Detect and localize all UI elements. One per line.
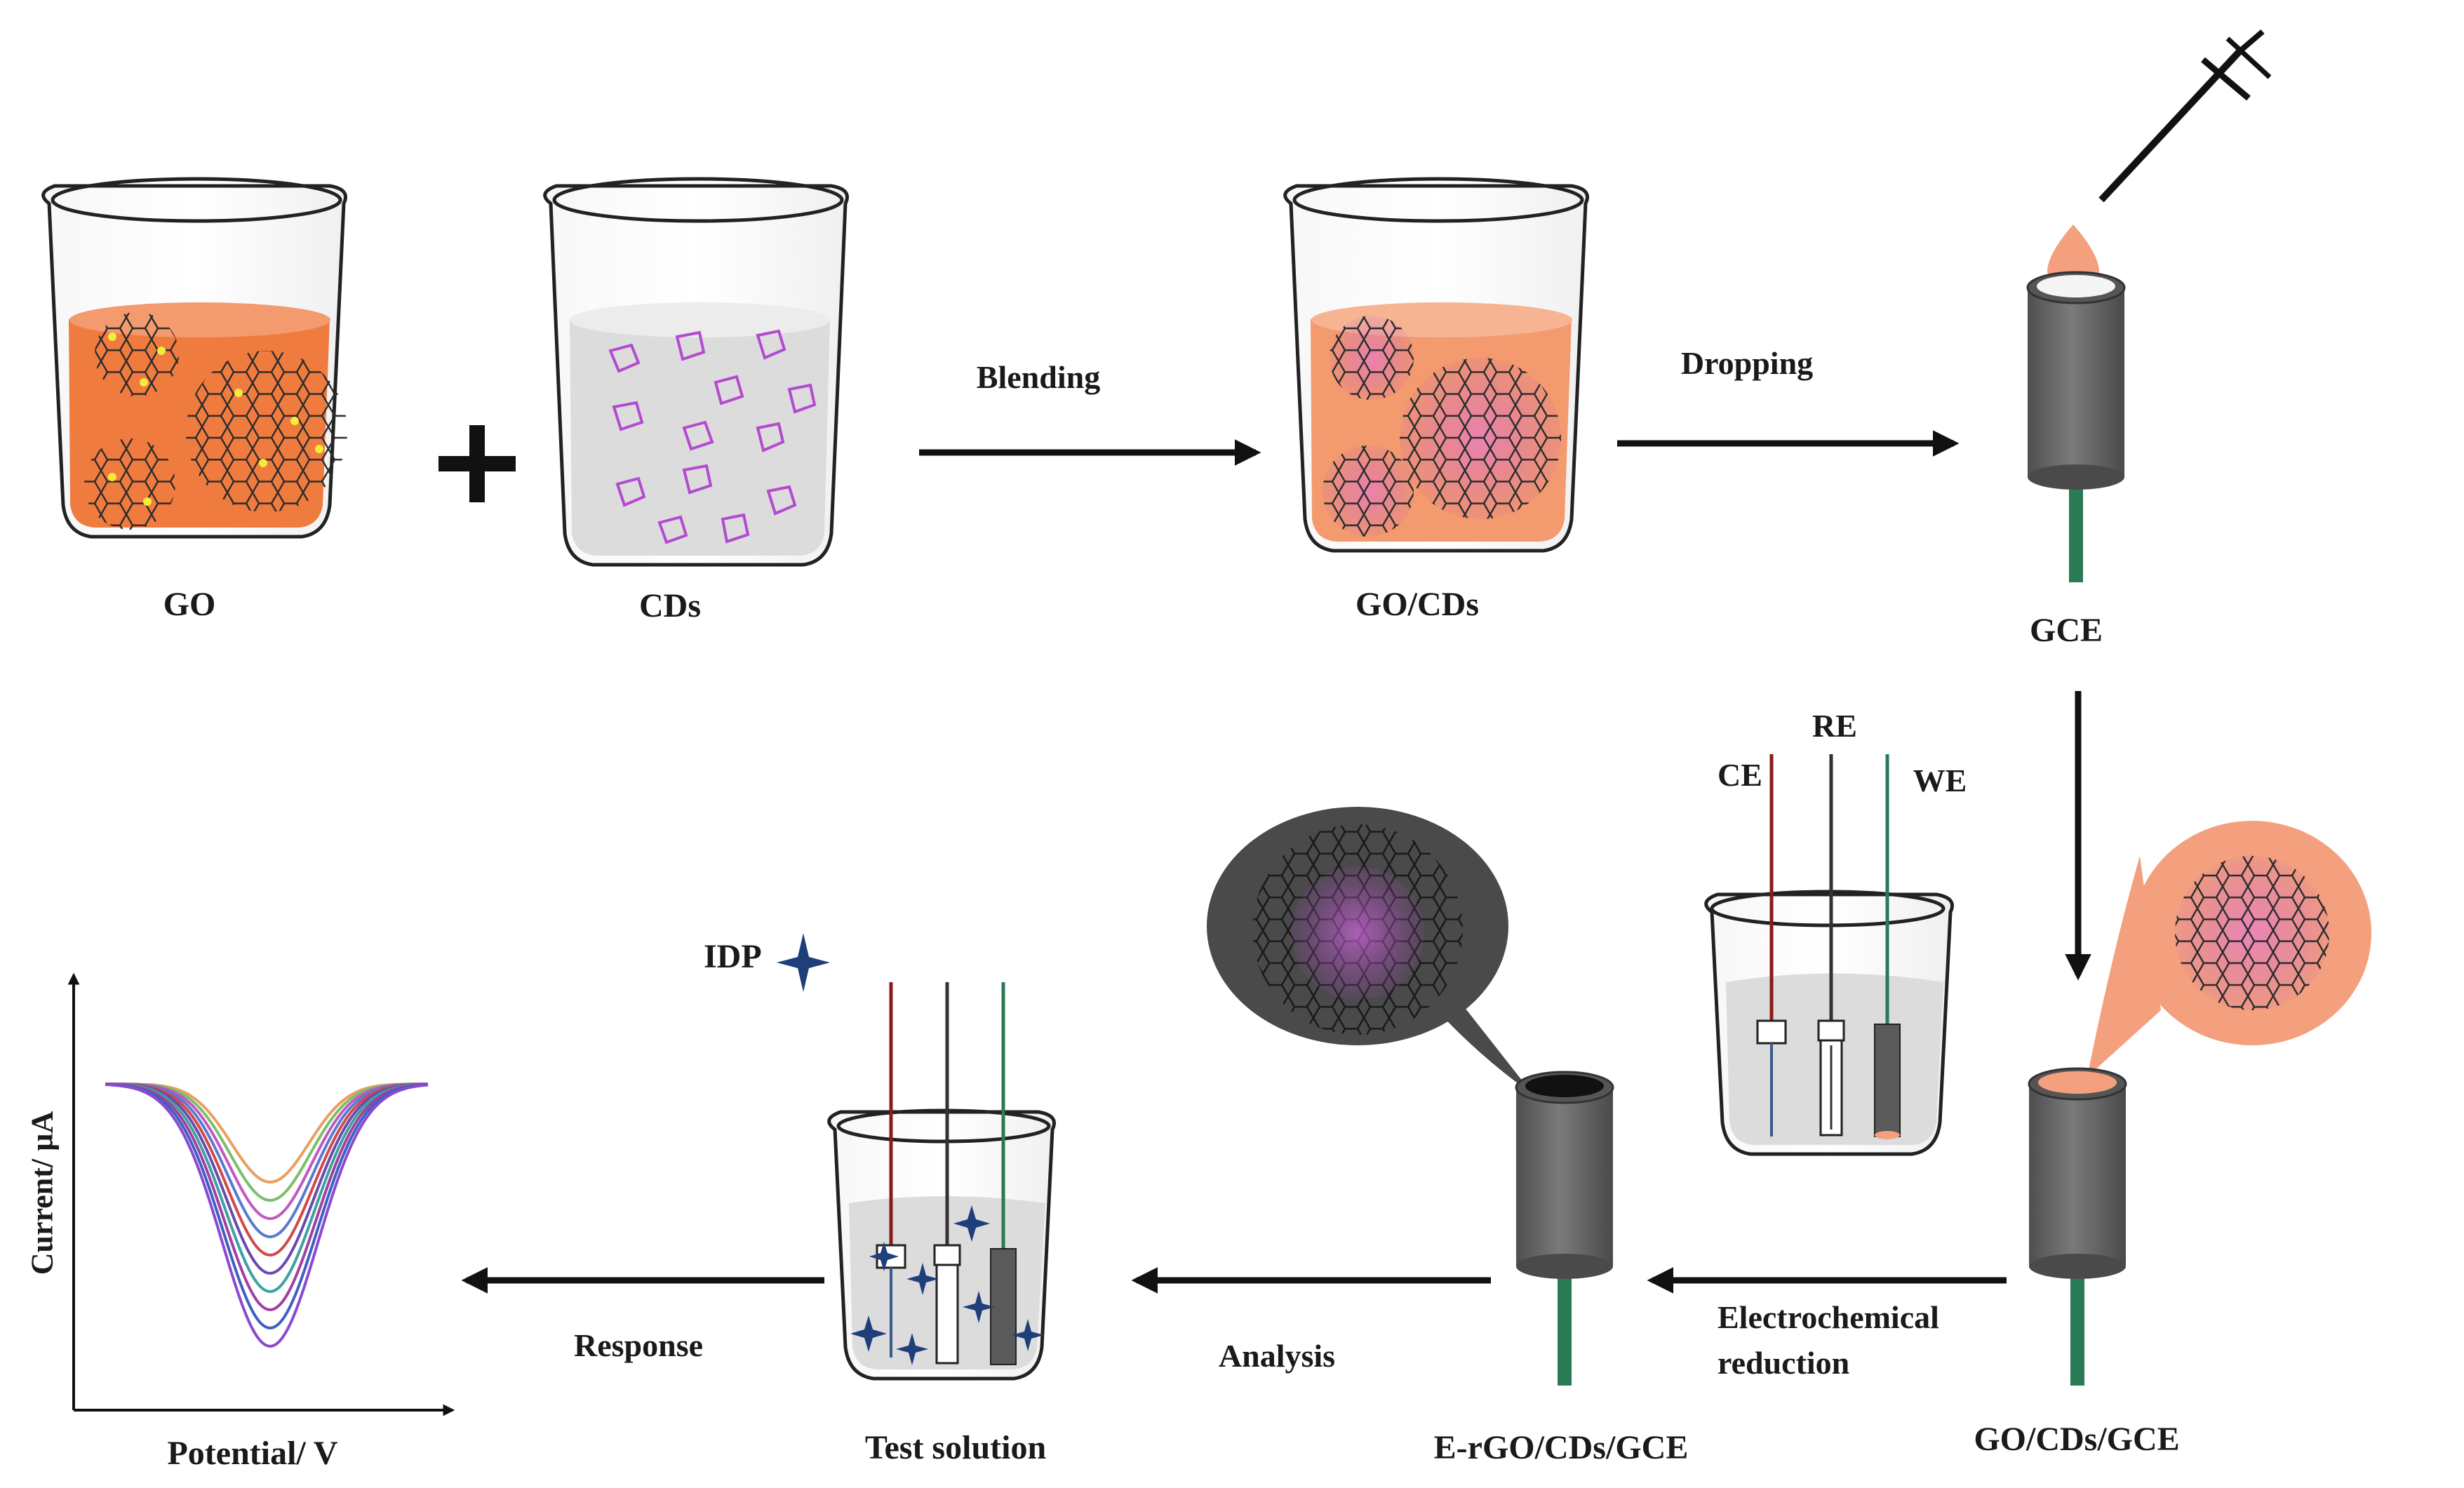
label-dropping: Dropping — [1680, 345, 1814, 381]
sparkle-icon — [850, 1205, 1044, 1365]
label-response: Response — [573, 1327, 704, 1363]
response-curve — [105, 1083, 429, 1294]
test-solution-cell — [827, 982, 1056, 1381]
gce-electrode — [2026, 271, 2126, 582]
go-cds-gce-electrode — [2028, 821, 2371, 1386]
label-cds: CDs — [638, 587, 702, 624]
beaker-go — [41, 177, 347, 539]
cd-particles — [608, 329, 817, 544]
label-gce: GCE — [2029, 612, 2103, 649]
idp-star-icon — [777, 933, 830, 992]
plot-ylabel: Current/ µA — [25, 1111, 60, 1275]
label-analysis: Analysis — [1218, 1338, 1336, 1374]
label-reduction: reduction — [1718, 1345, 1850, 1381]
label-e-rgo-cds-gce: E-rGO/CDs/GCE — [1433, 1429, 1689, 1466]
response-curve — [105, 1083, 428, 1239]
response-curve — [105, 1083, 429, 1275]
label-idp: IDP — [704, 938, 762, 975]
response-curve — [105, 1083, 428, 1257]
response-plot — [67, 972, 455, 1416]
label-go-cds: GO/CDs — [1355, 586, 1480, 623]
plus-icon — [438, 425, 516, 502]
label-electrochemical: Electrochemical — [1718, 1299, 1939, 1335]
label-go: GO — [163, 586, 216, 623]
response-curve — [105, 1083, 429, 1348]
label-blending: Blending — [976, 359, 1101, 395]
pipette-icon — [2098, 29, 2272, 203]
label-re: RE — [1812, 708, 1857, 744]
plot-xlabel: Potential/ V — [167, 1435, 338, 1472]
e-rgo-cds-gce-electrode — [1207, 807, 1614, 1386]
beaker-go-cds — [1283, 177, 1589, 553]
label-go-cds-gce: GO/CDs/GCE — [1974, 1421, 2180, 1458]
label-ce: CE — [1718, 757, 1762, 793]
label-test-solution: Test solution — [864, 1429, 1047, 1466]
response-curve — [105, 1083, 429, 1312]
beaker-cds — [543, 177, 849, 567]
label-we: WE — [1913, 763, 1967, 798]
three-electrode-cell — [1704, 754, 1954, 1156]
response-curve — [105, 1083, 429, 1330]
